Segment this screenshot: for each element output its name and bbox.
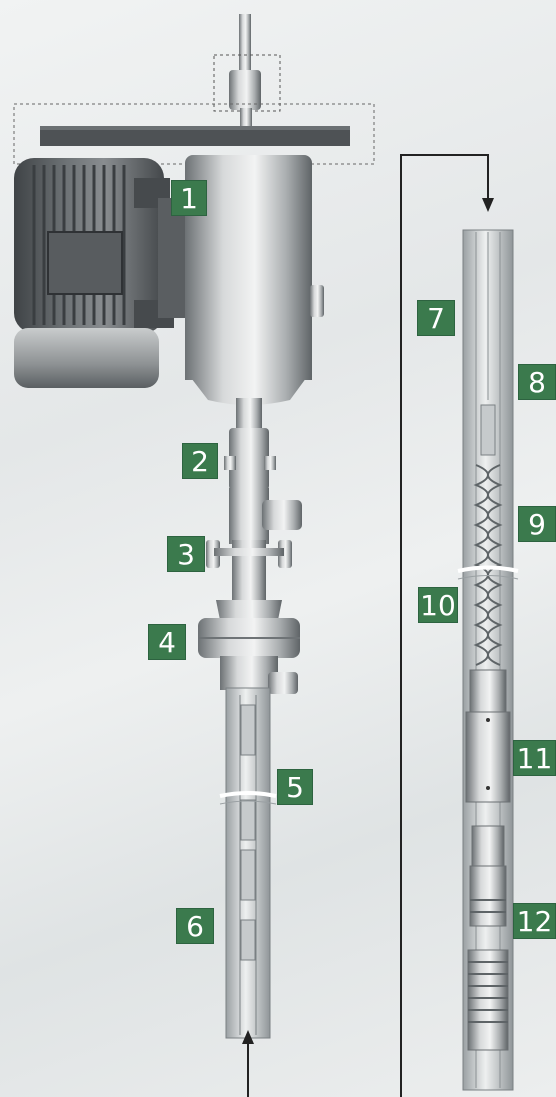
callout-5: 5 xyxy=(277,769,313,805)
callout-1: 1 xyxy=(171,180,207,216)
gearbox-housing xyxy=(185,155,324,405)
callout-10: 10 xyxy=(418,587,458,623)
electric-motor xyxy=(14,158,188,388)
callout-7: 7 xyxy=(417,300,455,336)
drive-shaft xyxy=(213,14,281,130)
pump-detail-column xyxy=(457,229,519,1091)
rotor-helix xyxy=(473,464,503,666)
callout-4: 4 xyxy=(148,624,186,660)
callout-12: 12 xyxy=(513,903,556,939)
callout-6: 6 xyxy=(176,908,214,944)
inlet-arrow xyxy=(242,1030,254,1097)
callout-3: 3 xyxy=(167,536,205,572)
callout-11: 11 xyxy=(513,740,556,776)
callout-8: 8 xyxy=(518,364,556,400)
suction-column xyxy=(219,687,277,1039)
mounting-flange xyxy=(198,618,300,694)
flow-line xyxy=(400,154,494,1097)
drive-column xyxy=(206,398,302,620)
callout-9: 9 xyxy=(518,506,556,542)
callout-2: 2 xyxy=(182,443,218,479)
